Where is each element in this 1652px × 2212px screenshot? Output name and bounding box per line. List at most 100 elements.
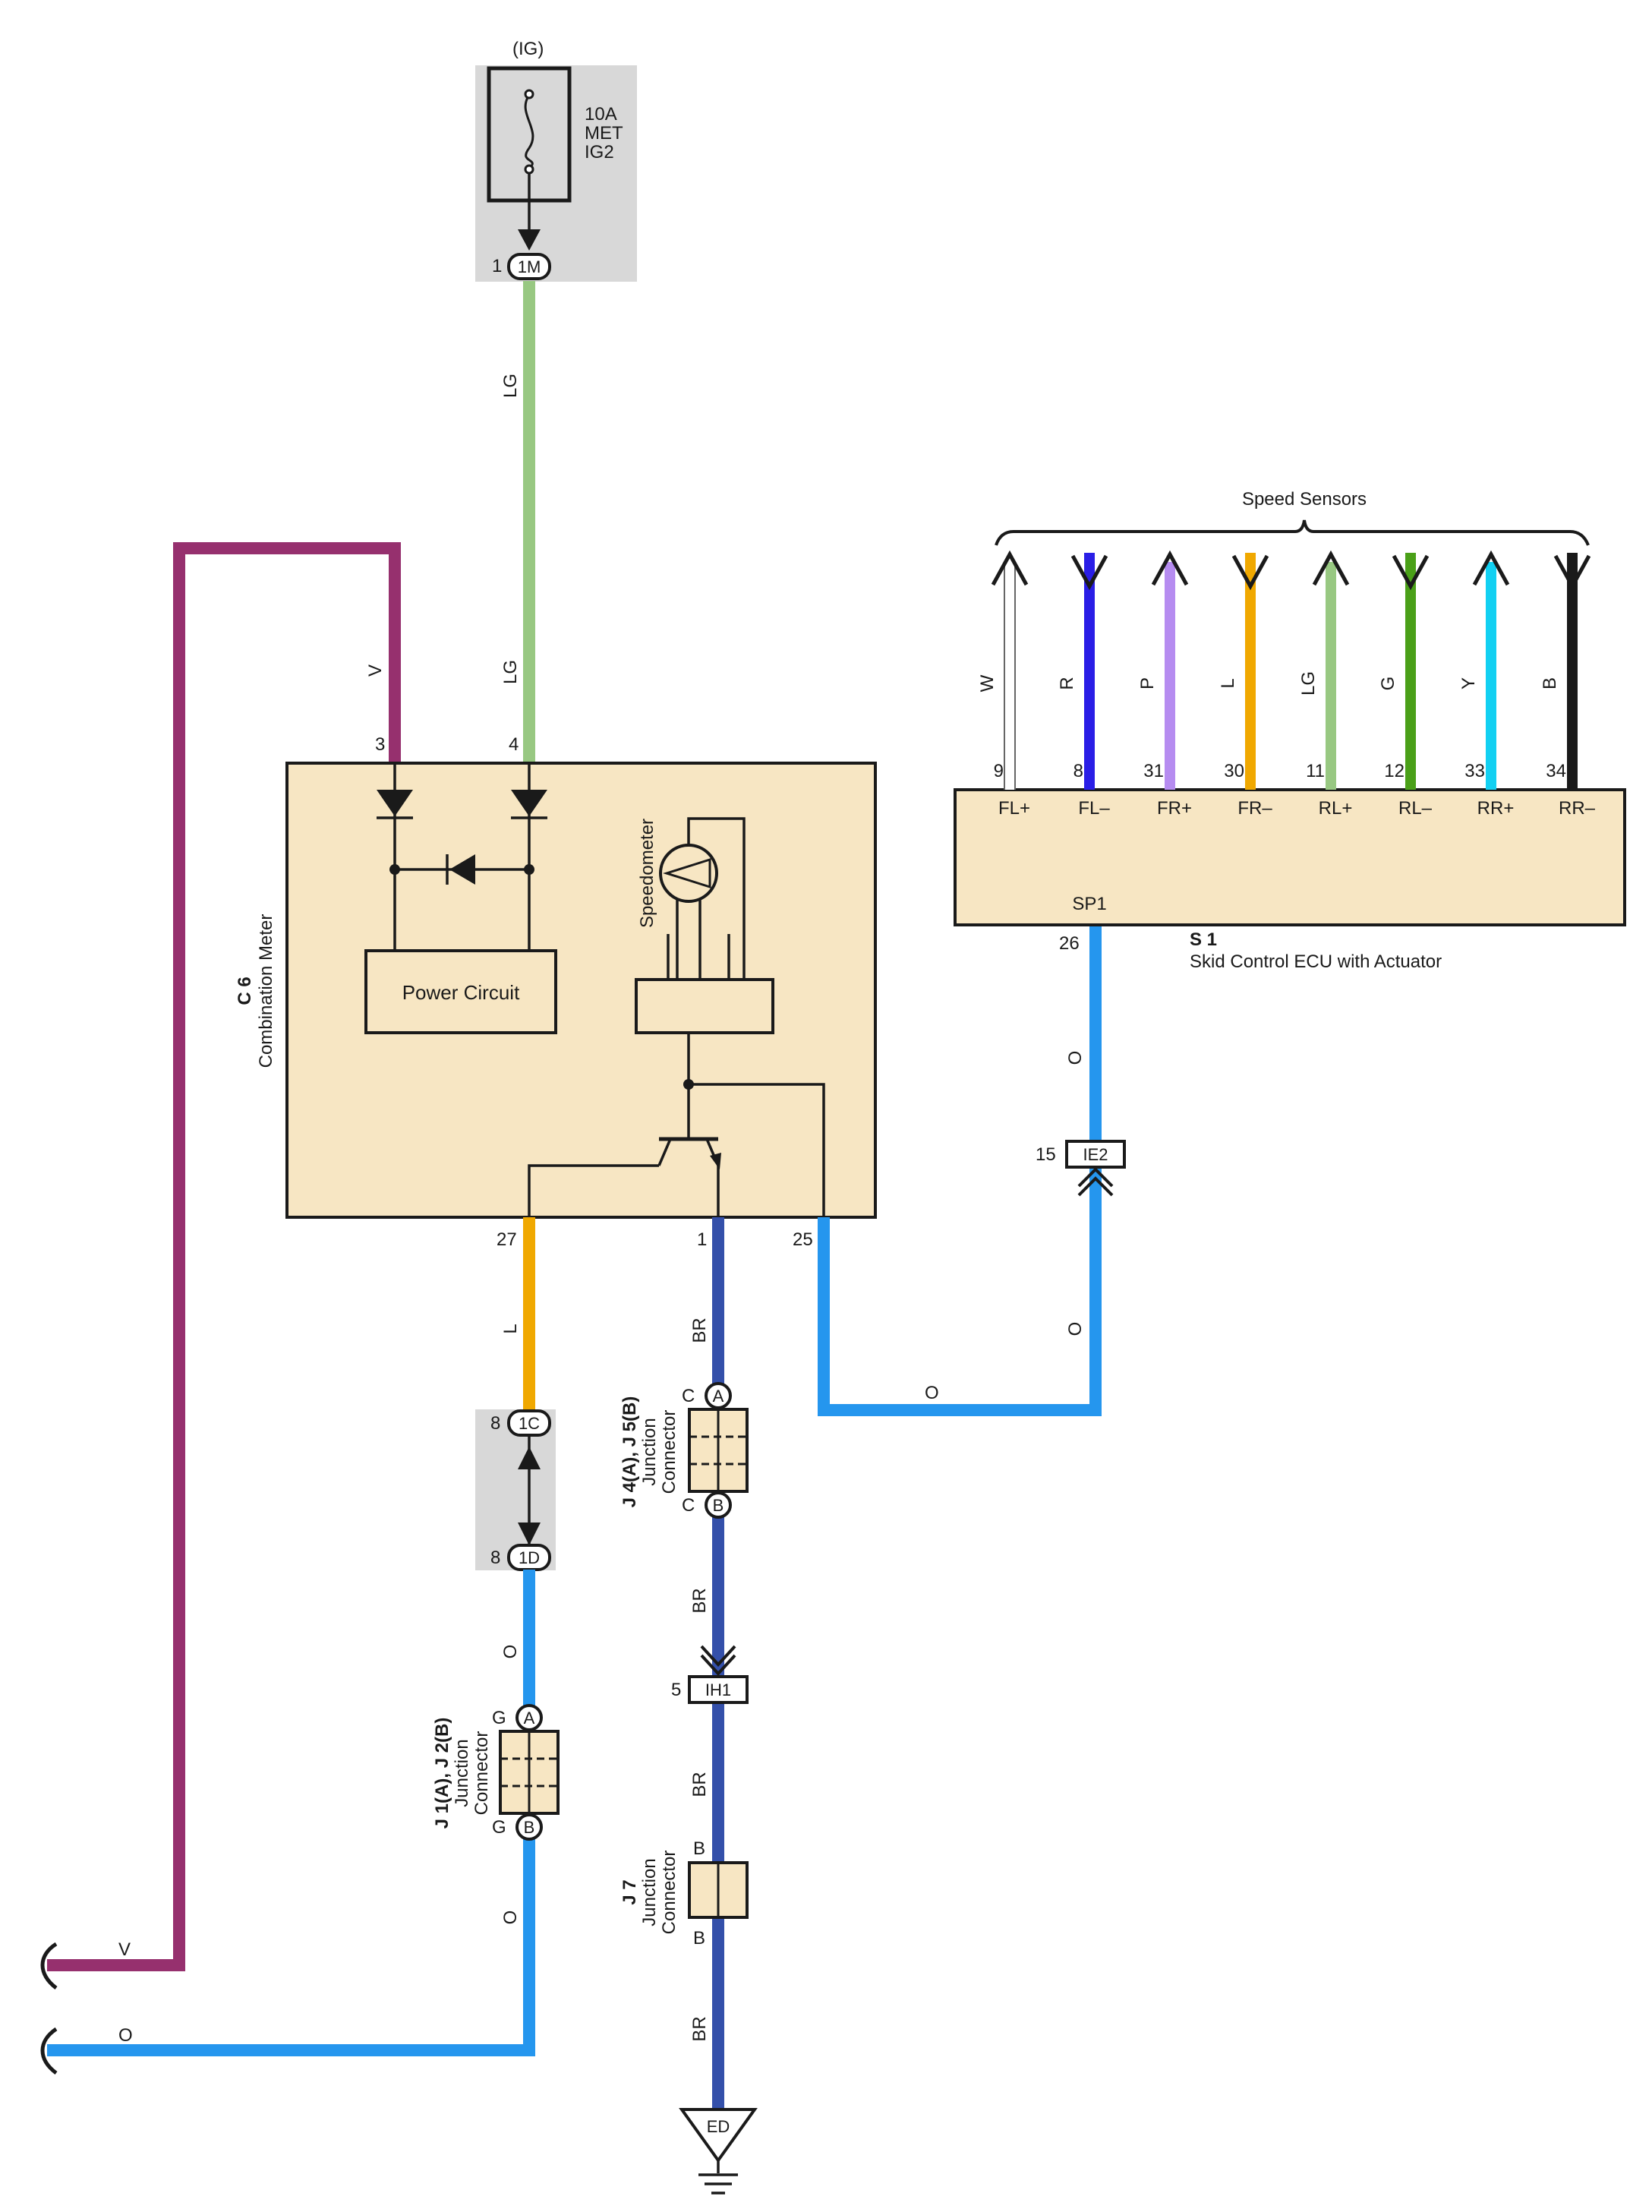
sensor-terminal-label: FL+: [998, 798, 1030, 819]
sensor-pin-number: 11: [1306, 761, 1325, 781]
sensor-terminal-label: FR+: [1157, 798, 1192, 819]
fuse-element: [524, 94, 534, 170]
sensor-terminal-label: RL–: [1398, 798, 1433, 819]
fuse-terminal-top: [524, 89, 534, 99]
ground-ed-label: ED: [707, 2117, 730, 2136]
wire-o-ecu-label-1: O: [1065, 1051, 1086, 1065]
sensor-arrow-in: [1231, 554, 1269, 591]
transistor-to-pin27: [528, 1164, 659, 1217]
connector-ih1-chevron-1: [700, 1645, 736, 1667]
junction-j1-pin-a: [515, 1704, 543, 1731]
junction-j4-a: A: [713, 1387, 724, 1406]
skid-control-ecu: [954, 788, 1626, 926]
junction-j1-pin-a-label: G: [492, 1708, 506, 1728]
sensor-pin-number: 33: [1464, 761, 1485, 781]
fuse-name2: IG2: [585, 142, 614, 163]
diode-left: [377, 790, 413, 816]
junction-j4-pin-b-label: C: [682, 1495, 695, 1516]
connector-1c-label: 1C: [519, 1414, 540, 1433]
fuse-area: [475, 65, 637, 282]
junction-j7-title: J 7: [620, 1879, 640, 1904]
sensor-wire-label: Y: [1458, 677, 1479, 689]
wire-o-label-lower: O: [500, 1911, 521, 1925]
wire-o-ecu-label-2: O: [1065, 1322, 1086, 1336]
connector-area-1c-1d: [475, 1409, 556, 1570]
wire-o-label-bottom: O: [118, 2025, 133, 2046]
sensor-wire-label: B: [1540, 677, 1560, 689]
junction-j7-pin-a-label: B: [693, 1838, 705, 1859]
driver-to-pin25: [689, 1083, 825, 1217]
connector-1m-label: 1M: [518, 257, 541, 276]
wire-v: [47, 542, 401, 1971]
power-circuit: [364, 949, 557, 1034]
transistor-arrow: [710, 1153, 721, 1169]
junction-j7-pin-b-label: B: [693, 1928, 705, 1949]
node-driver: [683, 1079, 694, 1090]
sensor-terminal-label: RL+: [1319, 798, 1353, 819]
speedometer-needle: [663, 857, 711, 889]
junction-j1-a: A: [524, 1709, 535, 1728]
wire-lg-label-2: LG: [500, 660, 521, 684]
junction-j1-b: B: [524, 1818, 535, 1837]
wire-v-label-bottom: V: [118, 1939, 131, 1960]
speed-sensors-brace: [995, 519, 1590, 546]
connector-ie2-chevron-1: [1077, 1167, 1114, 1188]
sensor-pin-number: 9: [994, 761, 1004, 781]
wire-v-label-top: V: [365, 664, 386, 677]
sensor-wire-label: R: [1057, 677, 1077, 689]
meter-pin-lg: 4: [509, 734, 519, 755]
ground-ed: [679, 2108, 758, 2163]
diode-bridge: [449, 854, 475, 885]
wire-o-label-upper: O: [500, 1645, 521, 1659]
node-left: [389, 864, 400, 875]
ecu-id: S 1: [1190, 929, 1217, 950]
sensor-arrow-in: [1392, 554, 1430, 591]
connector-ih1: [688, 1675, 749, 1704]
junction-j7-sub2: Connector: [659, 1851, 679, 1935]
diode-right: [511, 790, 547, 816]
wire-lg-label-1: LG: [500, 374, 521, 398]
ecu-name: Skid Control ECU with Actuator: [1190, 951, 1442, 972]
meter-pin-v: 3: [375, 734, 385, 755]
junction-j4-pin-a-label: C: [682, 1386, 695, 1406]
meter-name: Combination Meter: [256, 914, 276, 1068]
sensor-terminal-label: RR–: [1559, 798, 1596, 819]
junction-j1-sub1: Junction: [452, 1739, 472, 1807]
power-circuit-label: Power Circuit: [402, 981, 520, 1004]
sensor-pin-number: 30: [1224, 761, 1244, 781]
combination-meter: [285, 762, 877, 1219]
junction-j1-sub2: Connector: [471, 1731, 492, 1816]
transistor-base: [657, 1138, 672, 1166]
wire-o-break: [40, 2027, 58, 2075]
connector-ih1-label: IH1: [705, 1680, 731, 1699]
connector-ie2-pin: 15: [1036, 1144, 1056, 1165]
ig-label: (IG): [512, 39, 544, 59]
sensor-wire-label: L: [1218, 678, 1238, 688]
meter-pin-l: 27: [497, 1229, 517, 1250]
sensor-terminal-label: FR–: [1237, 798, 1272, 819]
fuse-pin: 1: [492, 256, 502, 276]
sensor-arrow-in: [1070, 554, 1108, 591]
junction-j4-b: B: [713, 1496, 724, 1515]
speedometer-label: Speedometer: [637, 819, 657, 928]
wire-l-label: L: [500, 1324, 521, 1333]
wire-br-label-1: BR: [689, 1317, 710, 1343]
sensor-terminal-label: RR+: [1477, 798, 1515, 819]
wire-v-break: [40, 1942, 58, 1990]
speedometer-driver: [635, 978, 774, 1034]
fuse-terminal-bottom: [524, 164, 534, 175]
junction-j1-pin-b: [515, 1813, 543, 1841]
junction-j1-pin-b-label: G: [492, 1817, 506, 1838]
ecu-pin: 26: [1059, 933, 1080, 954]
wire-br-label-2: BR: [689, 1588, 710, 1613]
sensor-terminal-label: FL–: [1078, 798, 1110, 819]
connector-1d-label: 1D: [519, 1548, 540, 1567]
sensor-arrow-out: [1312, 550, 1350, 586]
meter-pin-o: 25: [793, 1229, 813, 1250]
sensor-arrow-in: [1553, 554, 1591, 591]
sensor-wire-label: LG: [1298, 671, 1319, 696]
ecu-sp1: SP1: [1072, 894, 1106, 914]
connector-1m: [507, 253, 551, 280]
junction-j4-sub1: Junction: [639, 1418, 660, 1485]
